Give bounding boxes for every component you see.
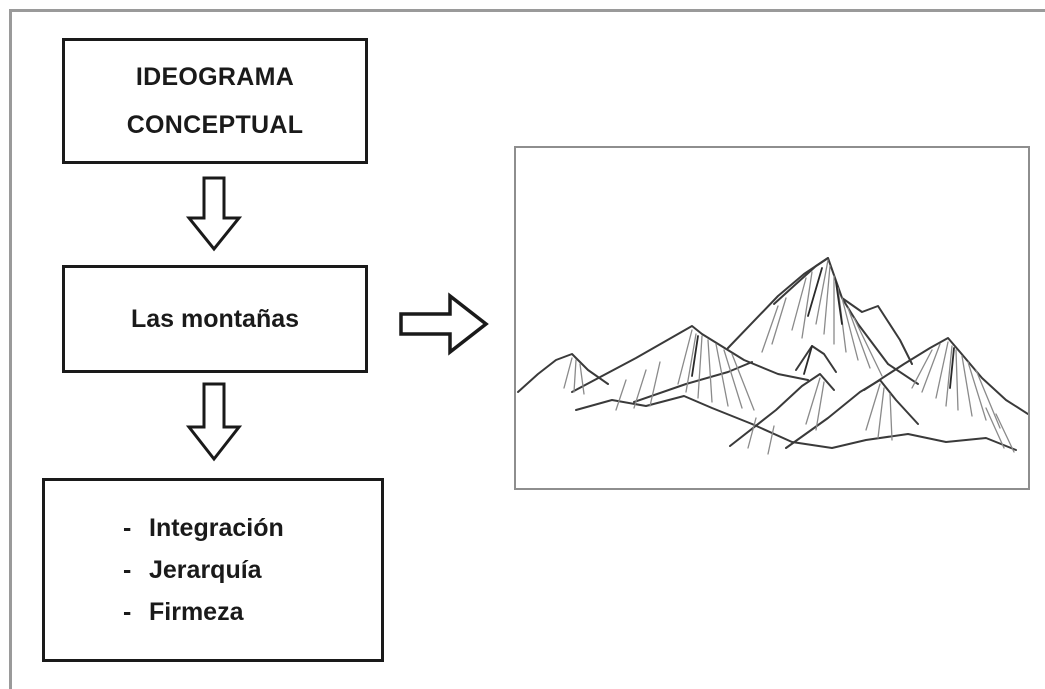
right-arrow-icon	[399, 292, 489, 356]
diagram-frame	[9, 9, 1045, 689]
list-item: -Firmeza	[123, 598, 244, 626]
mountain-illustration	[514, 146, 1030, 490]
list-item-label: Integración	[149, 514, 284, 542]
down-arrow-icon	[186, 176, 242, 252]
mountain-icon	[517, 257, 1028, 455]
title-line-1: IDEOGRAMA	[135, 63, 295, 91]
attributes-box: -Integración -Jerarquía -Firmeza	[42, 478, 384, 662]
ideogram-title-box: IDEOGRAMA CONCEPTUAL	[62, 38, 368, 164]
list-item-label: Firmeza	[149, 598, 244, 626]
concept-label: Las montañas	[130, 304, 300, 333]
title-line-2: CONCEPTUAL	[126, 111, 304, 139]
attributes-list: -Integración -Jerarquía -Firmeza	[45, 507, 284, 633]
concept-box: Las montañas	[62, 265, 368, 373]
list-item: -Integración	[123, 514, 284, 542]
list-item: -Jerarquía	[123, 556, 262, 584]
down-arrow-icon	[186, 382, 242, 462]
list-item-label: Jerarquía	[149, 556, 262, 584]
